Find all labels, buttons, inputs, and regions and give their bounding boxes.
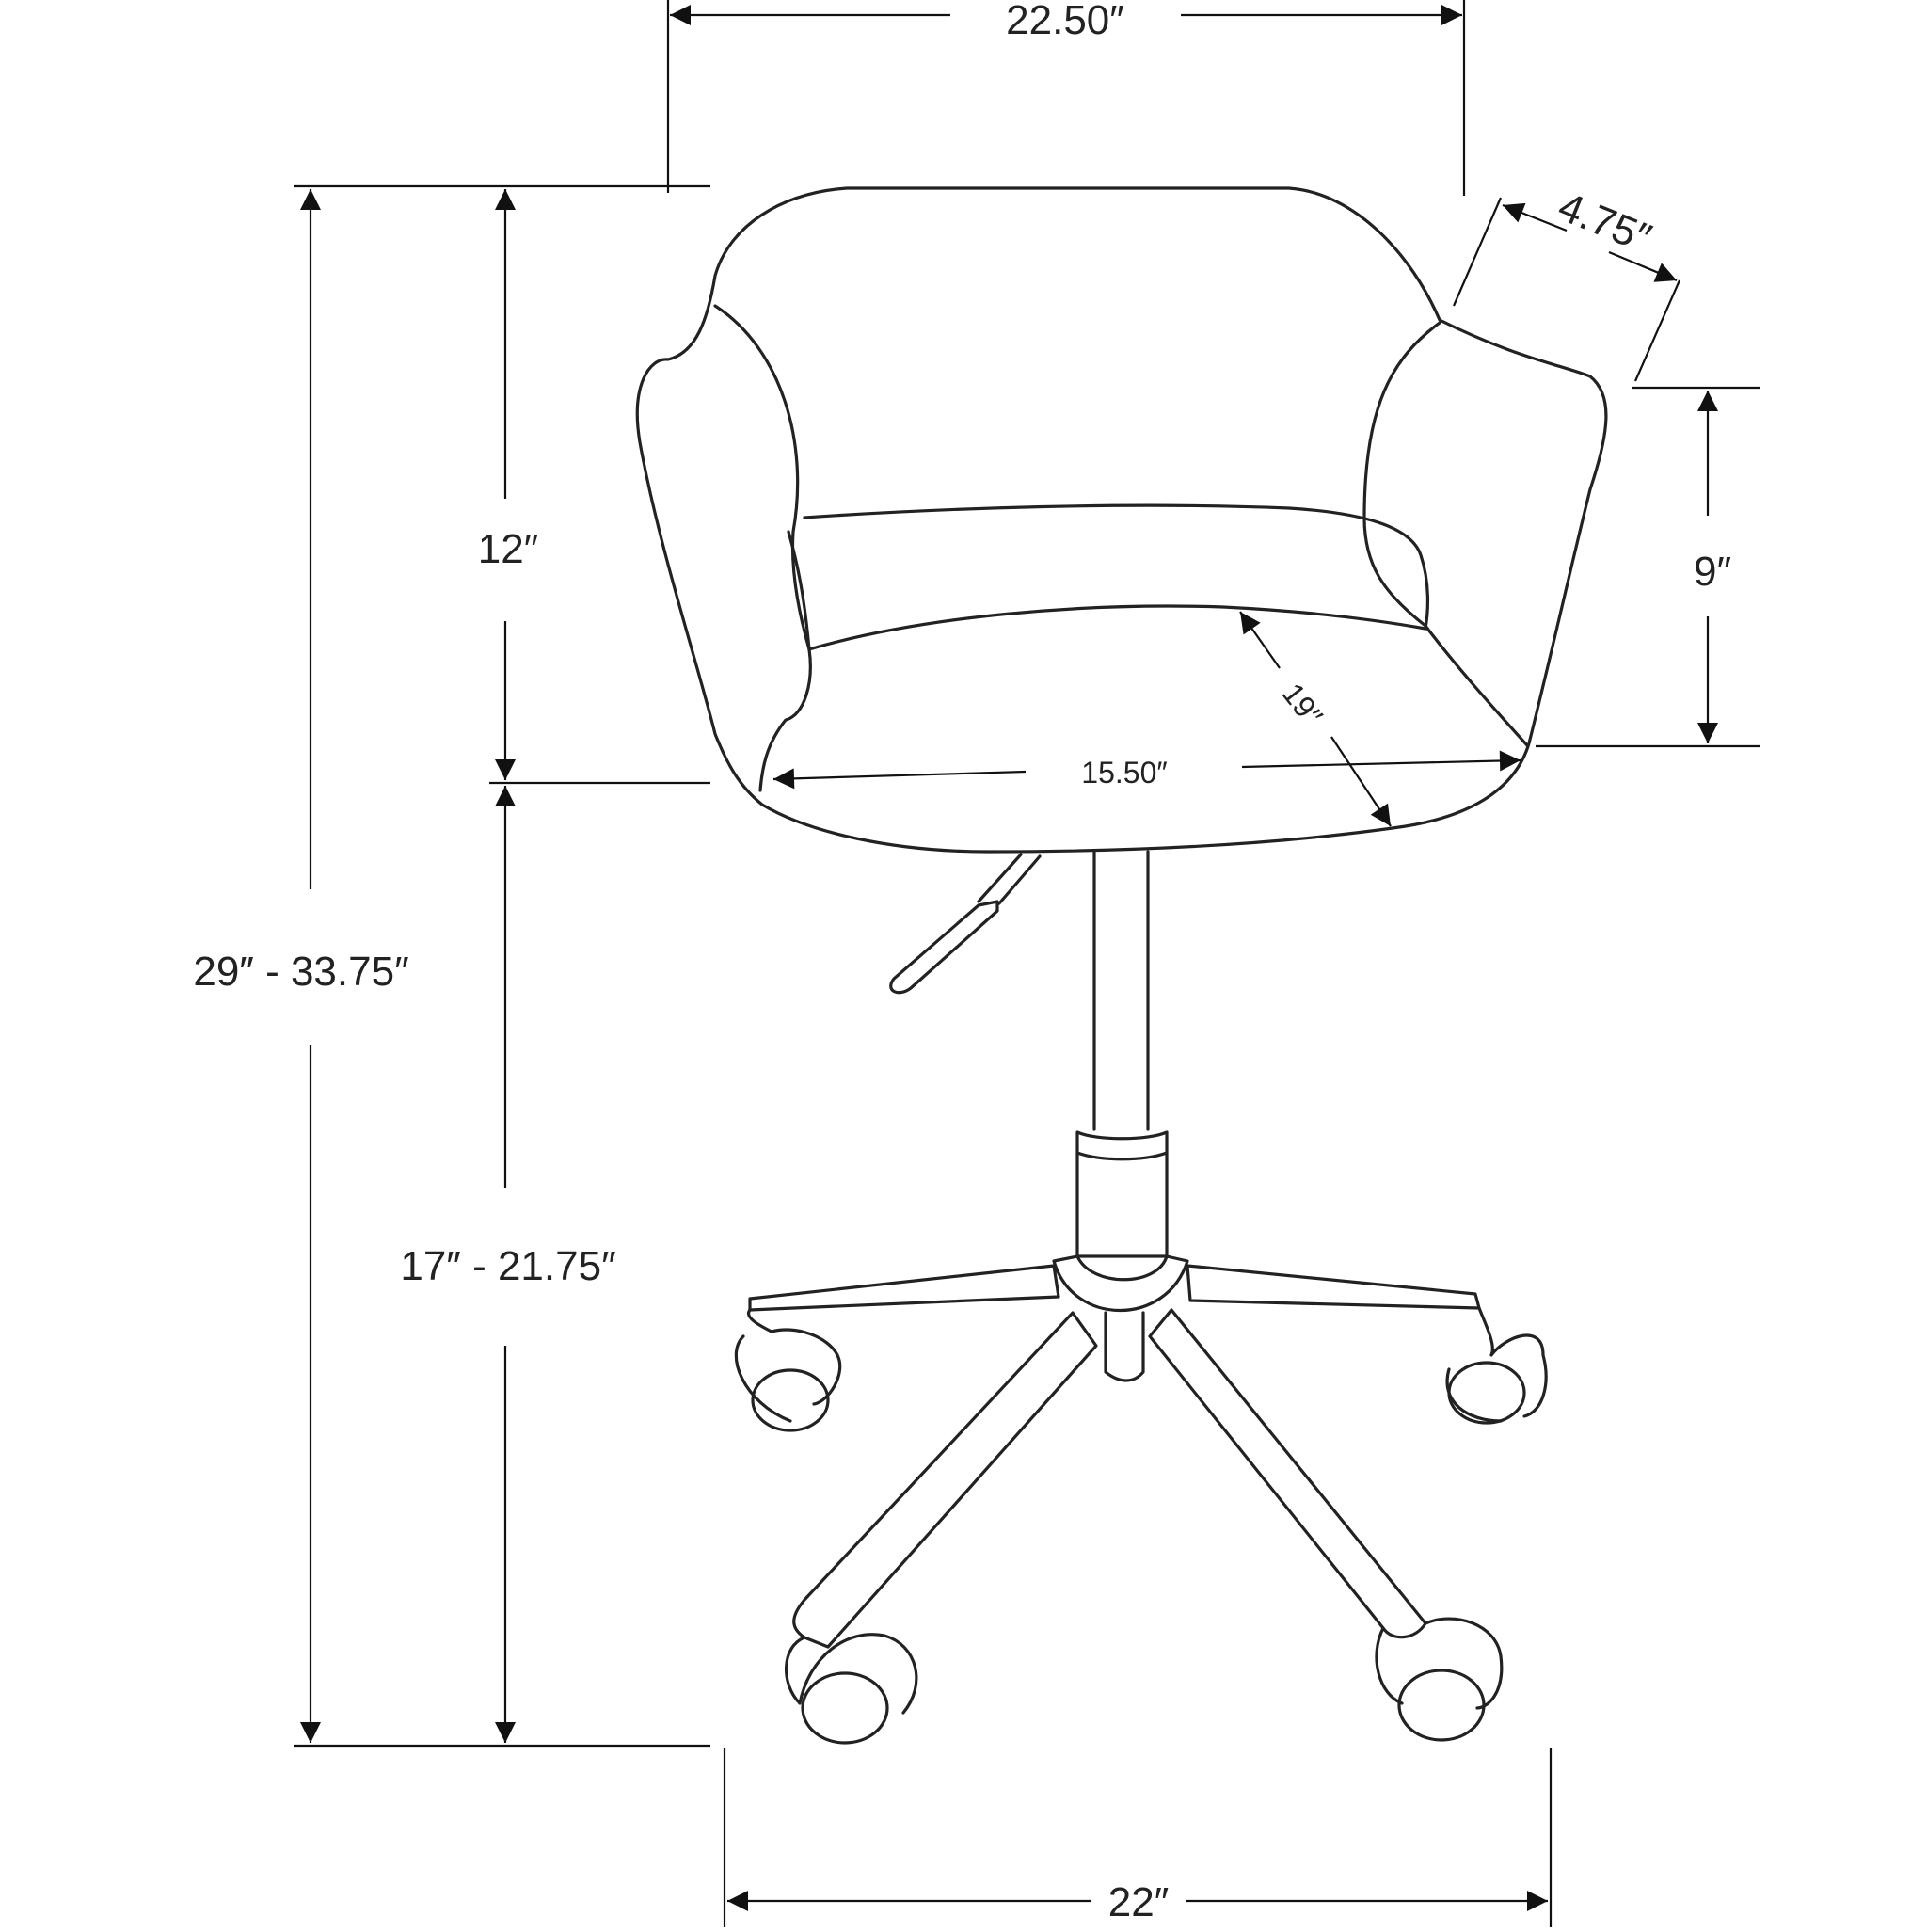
label-overall-height: 29″ - 33.75″	[193, 949, 408, 995]
dimension-overall-height: 29″ - 33.75″	[193, 184, 710, 1748]
dimension-base-width: 22″	[723, 1748, 1553, 1927]
dimension-arrow	[1502, 202, 1568, 232]
label-seat-depth: 19″	[1276, 677, 1330, 732]
dimension-arrow	[1330, 736, 1392, 827]
label-seat-width: 15.50″	[1081, 756, 1167, 790]
dimension-arm-height: 9″	[1536, 386, 1760, 748]
dimension-arrow	[1239, 611, 1281, 669]
chair-right-arm-inner	[1362, 321, 1529, 747]
chair-back-cushion-left	[787, 530, 811, 651]
dimension-back-height: 12″	[478, 189, 710, 785]
chair-leg-left	[748, 1264, 1060, 1312]
chair-backrest	[635, 186, 1608, 854]
label-back-height: 12″	[478, 526, 539, 572]
chair-base-hub	[1052, 1254, 1189, 1382]
caster-back-right	[1445, 1306, 1548, 1425]
chair-left-arm-inner	[713, 304, 812, 792]
dimension-seat-depth: 19″	[1239, 611, 1392, 827]
caster-front-right	[1375, 1617, 1504, 1742]
chair-drawing: 15.50″ 19″	[635, 186, 1608, 1745]
chair-leg-right	[1186, 1264, 1481, 1310]
label-seat-height: 17″ - 21.75″	[400, 1243, 615, 1289]
dimension-seat-width: 15.50″	[772, 750, 1521, 790]
chair-leg-front-right	[1148, 1308, 1427, 1639]
label-back-thickness: 4.75″	[1552, 184, 1657, 262]
chair-back-cushion	[803, 503, 1430, 631]
caster-front-left	[785, 1633, 918, 1745]
dimension-arrow	[1241, 750, 1521, 772]
dimension-overall-width: 22.50″	[666, 0, 1466, 196]
chair-height-lever	[889, 853, 1042, 995]
chair-gas-lift	[1092, 850, 1150, 1131]
dimension-arrow	[772, 768, 1027, 790]
extension-line	[1633, 279, 1681, 382]
dimension-back-thickness: 4.75″	[1452, 184, 1681, 382]
label-arm-height: 9″	[1694, 549, 1731, 595]
dimension-seat-height: 17″ - 21.75″	[400, 786, 616, 1743]
chair-leg-front-left	[792, 1311, 1098, 1649]
label-base-width: 22″	[1108, 1879, 1170, 1925]
label-overall-width: 22.50″	[1006, 0, 1124, 43]
dimension-arrow	[1608, 250, 1678, 282]
chair-gas-cylinder	[1075, 1130, 1169, 1258]
extension-line	[1452, 197, 1503, 307]
caster-back-left	[734, 1308, 842, 1432]
chair-seat-edge	[807, 604, 1427, 651]
